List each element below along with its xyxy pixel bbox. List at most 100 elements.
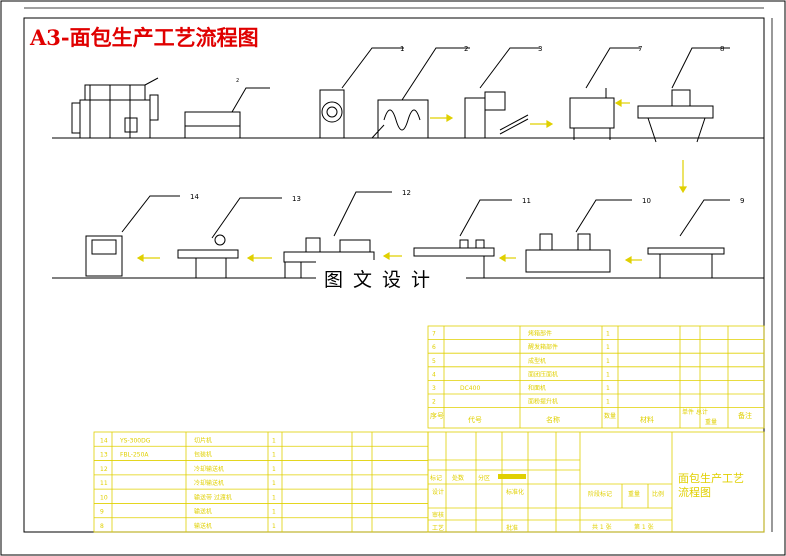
callout-leader-13 [211, 197, 282, 239]
tb-approve: 批准 [506, 524, 518, 532]
table-cell-qty: 1 [272, 437, 276, 444]
table-cell-qty: 1 [606, 399, 610, 406]
dough-divider-machine [319, 89, 345, 139]
header-qty: 数量 [604, 412, 616, 420]
tb-weight: 重量 [628, 490, 640, 498]
callout-number: 3 [538, 45, 542, 53]
title-block-labels: 标记 处数 分区 设计 标准化 审核 工艺 批准 阶段标记 重量 比例 共 1 … [430, 474, 664, 532]
table-cell-name: 面粉提升机 [528, 398, 558, 406]
callout-leader-14 [121, 195, 180, 233]
table-cell-no: 9 [100, 509, 104, 516]
callout-leader-1 [341, 47, 404, 89]
header-material: 材料 [640, 415, 654, 424]
table-cell-name: 输送机 [194, 508, 212, 516]
table-cell-qty: 1 [606, 344, 610, 351]
table-cell-qty: 1 [272, 466, 276, 473]
table-cell-name: 输送带 过渡机 [194, 493, 232, 501]
table-cell-name: 和面机 [528, 384, 546, 392]
table-cell-no: 6 [432, 344, 436, 351]
callout-number: 13 [292, 195, 301, 203]
parts-table-lower [93, 431, 429, 533]
table-cell-qty: 1 [606, 385, 610, 392]
callout-number: 12 [402, 189, 411, 197]
table-cell-code: YS-300DG [119, 437, 151, 444]
tb-sheets: 共 1 张 [592, 523, 612, 531]
table-cell-no: 2 [432, 399, 436, 406]
callout-number: 8 [720, 45, 724, 53]
watermark-text: 图文设计 [324, 269, 440, 291]
tb-process: 工艺 [432, 524, 444, 532]
table-cell-qty: 1 [272, 452, 276, 459]
callout-leader-8 [671, 47, 730, 89]
table-cell-name: 面团压面机 [528, 370, 558, 378]
table-cell-name: 切片机 [194, 436, 212, 444]
tb-mark: 标记 [430, 474, 442, 482]
tb-stage: 阶段标记 [588, 490, 612, 498]
title-block-grid [427, 431, 765, 533]
transition-conveyor-machine [525, 233, 611, 273]
table-cell-no: 12 [100, 466, 108, 473]
conveyor-9-machine [647, 247, 725, 278]
callout-leader-7 [585, 47, 640, 89]
table-cell-qty: 1 [272, 509, 276, 516]
tb-sheet: 第 1 张 [634, 523, 654, 531]
callout-leader-9 [679, 199, 730, 237]
callout-small-2: 2 [236, 78, 239, 84]
baking-oven-machine [569, 88, 615, 140]
callout-leader-12 [333, 191, 392, 237]
table-cell-name: 醒发箱部件 [528, 343, 558, 351]
packaging-machine [177, 234, 239, 279]
table-cell-no: 10 [100, 494, 108, 501]
tb-zone: 分区 [478, 474, 490, 482]
table-cell-qty: 1 [272, 480, 276, 487]
callout-number: 2 [464, 45, 468, 53]
flow-arrows [136, 98, 688, 265]
tb-drawing-name-line2: 流程图 [678, 485, 711, 499]
proofer-machine [371, 99, 429, 139]
header-weight2: 重量 [705, 418, 717, 426]
callout-number: 7 [638, 45, 642, 53]
table-cell-no: 7 [432, 331, 436, 338]
drawing-title: A3-面包生产工艺流程图 [29, 25, 259, 50]
table-cell-name: 输送机 [194, 522, 212, 530]
table-cell-name: 冷却输送机 [194, 479, 224, 487]
tb-review: 审核 [432, 511, 444, 519]
table-cell-no: 5 [432, 358, 436, 365]
table-cell-no: 8 [100, 523, 104, 530]
table-cell-no: 13 [100, 452, 108, 459]
table-cell-name: 包装机 [194, 451, 212, 459]
table-cell-code: DC400 [460, 385, 480, 392]
table-cell-name: 烤箱部件 [528, 330, 552, 338]
title-block-name: 面包生产工艺 流程图 [678, 471, 744, 499]
title-block-fill-bar [498, 474, 526, 479]
callout-number: 9 [740, 197, 744, 205]
callout-leader-small-2 [231, 87, 270, 113]
table-cell-qty: 1 [606, 371, 610, 378]
table-cell-qty: 1 [272, 523, 276, 530]
tb-drawing-name-line1: 面包生产工艺 [678, 471, 744, 485]
slicer-machine [85, 235, 123, 277]
dough-sheeter-machine [464, 91, 529, 139]
conveyor-8-machine [637, 89, 714, 143]
callout-number: 1 [400, 45, 404, 53]
callout-number: 11 [522, 197, 531, 205]
table-cell-code: FBL-250A [120, 452, 149, 459]
watermark-background [316, 260, 466, 296]
callout-leader-3 [479, 47, 540, 89]
header-note: 备注 [738, 411, 752, 420]
header-no: 序号 [430, 411, 444, 420]
parts-table-upper [427, 325, 765, 429]
table-cell-qty: 1 [606, 331, 610, 338]
mixer-tank-machine [184, 111, 241, 139]
parts-table-upper-header: 序号 代号 名称 数量 材料 单件 总计 重量 备注 [430, 408, 752, 426]
table-cell-name: 成型机 [528, 357, 546, 365]
header-code: 代号 [468, 415, 482, 424]
table-cell-no: 11 [100, 480, 108, 487]
callout-leader-11 [459, 199, 512, 237]
table-cell-no: 3 [432, 385, 436, 392]
